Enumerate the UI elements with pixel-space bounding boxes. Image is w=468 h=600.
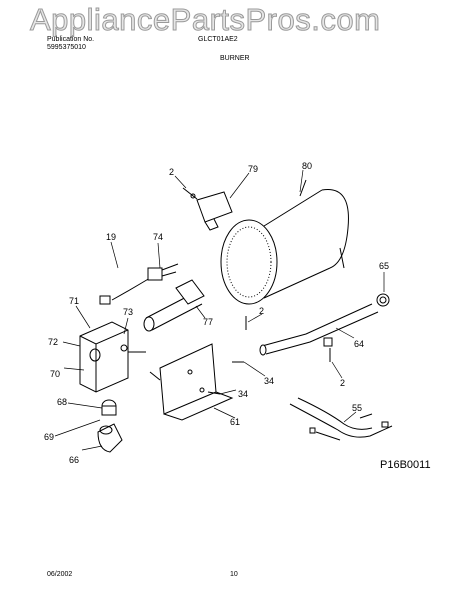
callout-61: 61 (230, 417, 240, 427)
publication-label: Publication No. (47, 36, 95, 43)
fitting-part-65 (376, 293, 390, 307)
igniter-part-74 (99, 263, 179, 305)
elbow-part-66 (97, 423, 123, 453)
callout-70: 70 (50, 369, 60, 379)
callout-19: 19 (106, 232, 116, 242)
gas-supply-tube-part-64 (259, 303, 379, 356)
page-number: 10 (230, 571, 238, 578)
callout-74: 74 (153, 232, 163, 242)
callout-79: 79 (248, 164, 258, 174)
callout-2b: 2 (259, 306, 264, 316)
section-title: BURNER (220, 55, 250, 62)
leader-lines (54, 169, 385, 451)
callout-34: 34 (264, 376, 274, 386)
callout-64: 64 (354, 339, 364, 349)
callout-55: 55 (352, 403, 362, 413)
mounting-bracket-part-61 (149, 343, 234, 421)
model-number: GLCT01AE2 (198, 36, 238, 43)
callout-66: 66 (69, 455, 79, 465)
callout-2: 2 (169, 167, 174, 177)
figure-code: P16B0011 (380, 459, 431, 471)
callout-73: 73 (123, 307, 133, 317)
nut-part-68 (101, 399, 117, 416)
gas-valve-part-70 (79, 321, 146, 393)
burner-part-77 (143, 279, 205, 332)
footer-date: 06/2002 (47, 571, 73, 578)
callout-80: 80 (302, 161, 312, 171)
callout-2c: 2 (340, 378, 345, 388)
callout-65: 65 (379, 261, 389, 271)
screw-part-34b (207, 391, 221, 395)
callout-72: 72 (48, 337, 58, 347)
callout-34b: 34 (238, 389, 248, 399)
callout-69: 69 (44, 432, 54, 442)
callout-71: 71 (69, 296, 79, 306)
publication-number: 5995375010 (47, 44, 86, 51)
burner-tube-part-80 (220, 179, 349, 305)
wire-harness-part-55 (289, 397, 393, 441)
callout-68: 68 (57, 397, 67, 407)
bracket-part-79 (182, 187, 233, 231)
watermark: AppliancePartsPros.com (29, 2, 381, 38)
callout-77: 77 (203, 317, 213, 327)
